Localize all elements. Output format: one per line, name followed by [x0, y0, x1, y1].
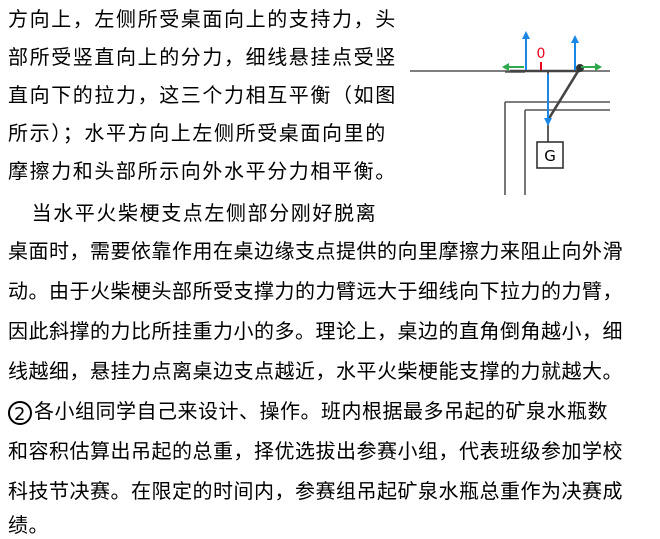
text-line: 方向上，左侧所受桌面向上的支持力，头	[8, 7, 397, 31]
text-line: 桌面时，需要依靠作用在桌边缘支点提供的向里摩擦力来阻止向外滑	[8, 239, 623, 263]
force-arrow-down	[544, 74, 552, 126]
text-line: 直向下的拉力，这三个力相互平衡（如图	[8, 83, 397, 107]
force-label: 0	[537, 46, 546, 62]
item-text: 各小组同学自己来设计、操作。班内根据最多吊起的矿泉水瓶数	[34, 399, 608, 423]
force-arrow-horizontal-left	[502, 63, 524, 71]
force-arrow-up-head	[571, 35, 579, 70]
item-number-marker: 2	[8, 400, 32, 425]
text-line: 动。由于火柴梗头部所受支撑力的力臂远大于细线向下拉力的力臂，	[8, 279, 623, 303]
force-diagram: G 0	[410, 31, 610, 195]
text-line: 摩擦力和头部所示向外水平分力相平衡。	[8, 159, 397, 183]
text-line: 线越细，悬挂力点离桌边支点越近，水平火柴梗能支撑的力就越大。	[8, 359, 623, 383]
text-line: 因此斜撑的力比所挂重力小的多。理论上，桌边的直角倒角越小，细	[8, 319, 623, 343]
text-line: 科技节决赛。在限定的时间内，参赛组吊起矿泉水瓶总重作为决赛成	[8, 479, 623, 503]
text-line: 绩。	[8, 513, 49, 537]
matchstick-diagonal	[546, 67, 582, 121]
weight-box	[536, 141, 564, 169]
text-line: 当水平火柴梗支点左侧部分刚好脱离	[10, 201, 378, 225]
table-outline	[410, 70, 610, 195]
text-line: 和容积估算出吊起的总重，择优选拔出参赛小组，代表班级参加学校	[8, 439, 623, 463]
text-line: 所示）；水平方向上左侧所受桌面向里的	[8, 121, 387, 145]
force-arrow-horizontal-right	[581, 63, 602, 71]
force-arrow-up-left	[522, 31, 530, 70]
weight-label: G	[544, 147, 556, 165]
text-line: 部所受竖直向上的分力，细线悬挂点受竖	[8, 45, 397, 69]
